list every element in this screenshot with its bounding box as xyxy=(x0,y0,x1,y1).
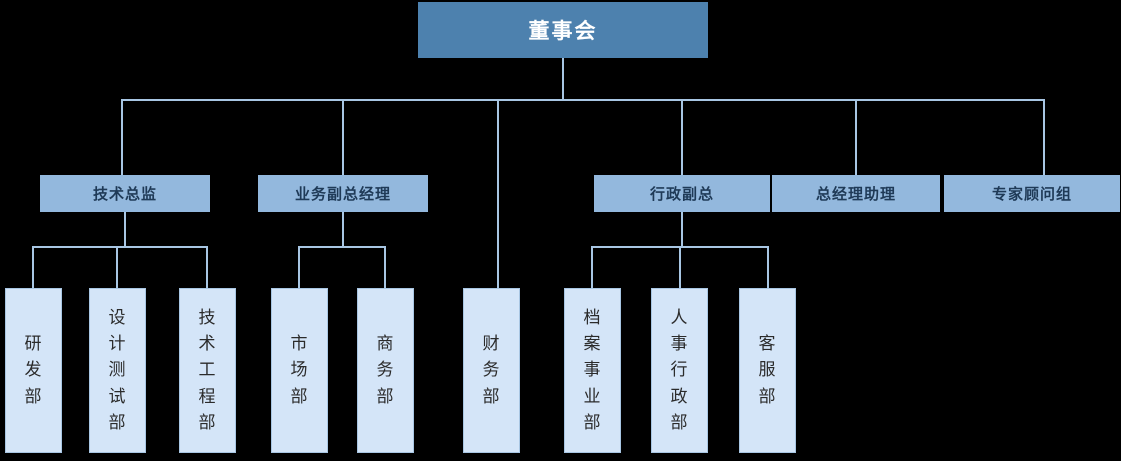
org-node-gm-assistant-label: 总经理助理 xyxy=(815,186,896,203)
org-node-rnd-dept-label: 研发部 xyxy=(24,333,43,406)
connector-business-bus xyxy=(298,246,386,248)
org-node-archive-dept[interactable]: 档案事业部 xyxy=(564,288,621,453)
connector-drop-commerce-dept xyxy=(384,246,386,288)
org-node-tech-director-label: 技术总监 xyxy=(92,186,157,203)
connector-root-stem xyxy=(562,58,564,100)
org-node-business-vp-label: 业务副总经理 xyxy=(294,186,391,203)
org-node-finance-dept-label: 财务部 xyxy=(482,333,501,406)
org-node-admin-vp[interactable]: 行政副总 xyxy=(594,175,770,212)
org-node-expert-group[interactable]: 专家顾问组 xyxy=(944,175,1120,212)
connector-drop-tech-director xyxy=(121,99,123,175)
org-node-business-vp[interactable]: 业务副总经理 xyxy=(258,175,428,212)
connector-drop-design-test-dept xyxy=(116,246,118,288)
connector-drop-tech-eng-dept xyxy=(206,246,208,288)
org-node-tech-eng-dept[interactable]: 技术工程部 xyxy=(179,288,236,453)
org-node-customer-service-dept[interactable]: 客服部 xyxy=(739,288,796,453)
org-node-hr-admin-dept[interactable]: 人事行政部 xyxy=(651,288,708,453)
connector-admin-stem xyxy=(681,212,683,247)
connector-level2-bus xyxy=(121,99,1045,101)
org-node-market-dept[interactable]: 市场部 xyxy=(271,288,328,453)
org-node-tech-director[interactable]: 技术总监 xyxy=(40,175,210,212)
connector-tech-bus xyxy=(32,246,208,248)
org-node-expert-group-label: 专家顾问组 xyxy=(991,186,1072,203)
connector-drop-hr-admin-dept xyxy=(679,246,681,288)
connector-drop-admin-vp xyxy=(681,99,683,175)
org-node-hr-admin-dept-label: 人事行政部 xyxy=(670,307,689,433)
org-node-design-test-dept[interactable]: 设计测试部 xyxy=(89,288,146,453)
org-node-market-dept-label: 市场部 xyxy=(290,333,309,406)
org-node-commerce-dept-label: 商务部 xyxy=(376,333,395,406)
connector-drop-archive-dept xyxy=(591,246,593,288)
connector-drop-customer-service-dept xyxy=(767,246,769,288)
org-node-finance-dept[interactable]: 财务部 xyxy=(463,288,520,453)
org-node-rnd-dept[interactable]: 研发部 xyxy=(5,288,62,453)
org-node-customer-service-dept-label: 客服部 xyxy=(758,333,777,406)
connector-drop-expert-group xyxy=(1043,99,1045,175)
connector-drop-business-vp xyxy=(342,99,344,175)
connector-drop-finance-dept xyxy=(497,99,499,288)
org-node-board[interactable]: 董事会 xyxy=(418,2,708,58)
connector-tech-stem xyxy=(124,212,126,247)
org-node-board-label: 董事会 xyxy=(528,20,598,43)
connector-drop-rnd-dept xyxy=(32,246,34,288)
org-node-tech-eng-dept-label: 技术工程部 xyxy=(198,307,217,433)
org-node-admin-vp-label: 行政副总 xyxy=(649,186,714,203)
connector-drop-market-dept xyxy=(298,246,300,288)
org-node-gm-assistant[interactable]: 总经理助理 xyxy=(772,175,940,212)
org-node-archive-dept-label: 档案事业部 xyxy=(583,307,602,433)
connector-business-stem xyxy=(342,212,344,247)
org-node-commerce-dept[interactable]: 商务部 xyxy=(357,288,414,453)
connector-drop-gm-assistant xyxy=(855,99,857,175)
org-node-design-test-dept-label: 设计测试部 xyxy=(108,307,127,433)
